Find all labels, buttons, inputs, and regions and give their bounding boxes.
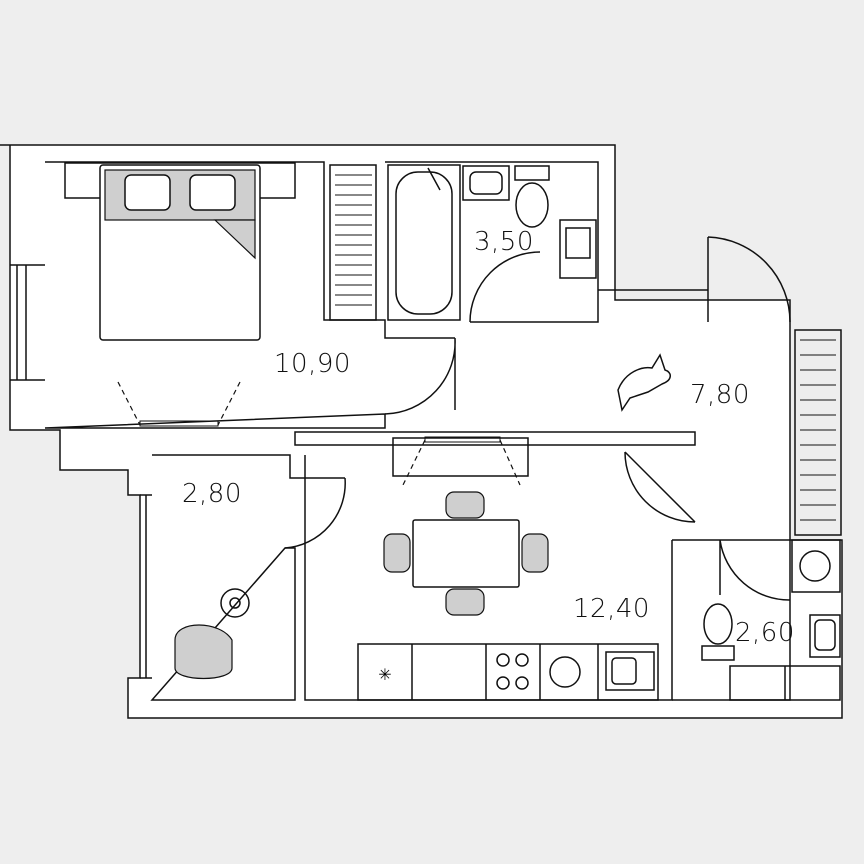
toilet-icon: [701, 603, 735, 661]
wardrobe-icon: [794, 329, 842, 536]
door-icon: [719, 539, 791, 601]
area-label-kitchen: 12,40: [573, 594, 650, 624]
svg-text:✳: ✳: [378, 665, 391, 684]
door-icon: [384, 337, 456, 415]
plant-icon: [220, 588, 250, 618]
door-icon: [469, 251, 541, 323]
kitchen-sink-icon: [605, 651, 655, 691]
bathtub-icon: [387, 164, 461, 321]
door-icon: [707, 236, 791, 323]
area-label-bedroom: 10,90: [274, 349, 351, 379]
sink-icon: [809, 614, 841, 658]
bath-outline: [385, 161, 708, 323]
toilet-icon: [514, 165, 550, 228]
wardrobe-icon: [329, 164, 377, 321]
door-icon: [624, 451, 696, 523]
stove-icon: [496, 653, 529, 690]
armchair-icon: [174, 624, 233, 680]
bed-icon: [64, 162, 296, 341]
area-label-wc: 2,60: [735, 618, 795, 648]
corridor-wall: [294, 431, 696, 446]
tv-icon: [392, 436, 529, 486]
chair-icon: [521, 533, 549, 573]
washing-machine-icon: [559, 219, 597, 279]
pillow-icon: [189, 174, 236, 211]
washing-machine-icon: [791, 539, 841, 593]
kitchen-counter: ✳: [357, 643, 659, 701]
window-left: [10, 264, 45, 381]
pillow-icon: [124, 174, 171, 211]
chair-icon: [445, 588, 485, 616]
cat-icon: [617, 353, 671, 412]
doors: [284, 236, 791, 601]
door-icon: [284, 477, 346, 549]
window-balcony: [140, 494, 152, 679]
tv-icon: [117, 381, 241, 427]
area-label-balcony: 2,80: [182, 479, 242, 509]
chair-icon: [383, 533, 411, 573]
chair-icon: [445, 491, 485, 519]
sink-icon: [462, 165, 510, 201]
cabinet-icon: [729, 665, 841, 701]
area-label-bathroom: 3,50: [474, 227, 534, 257]
area-label-hallway: 7,80: [690, 380, 750, 410]
dining-table-icon: [383, 491, 549, 616]
